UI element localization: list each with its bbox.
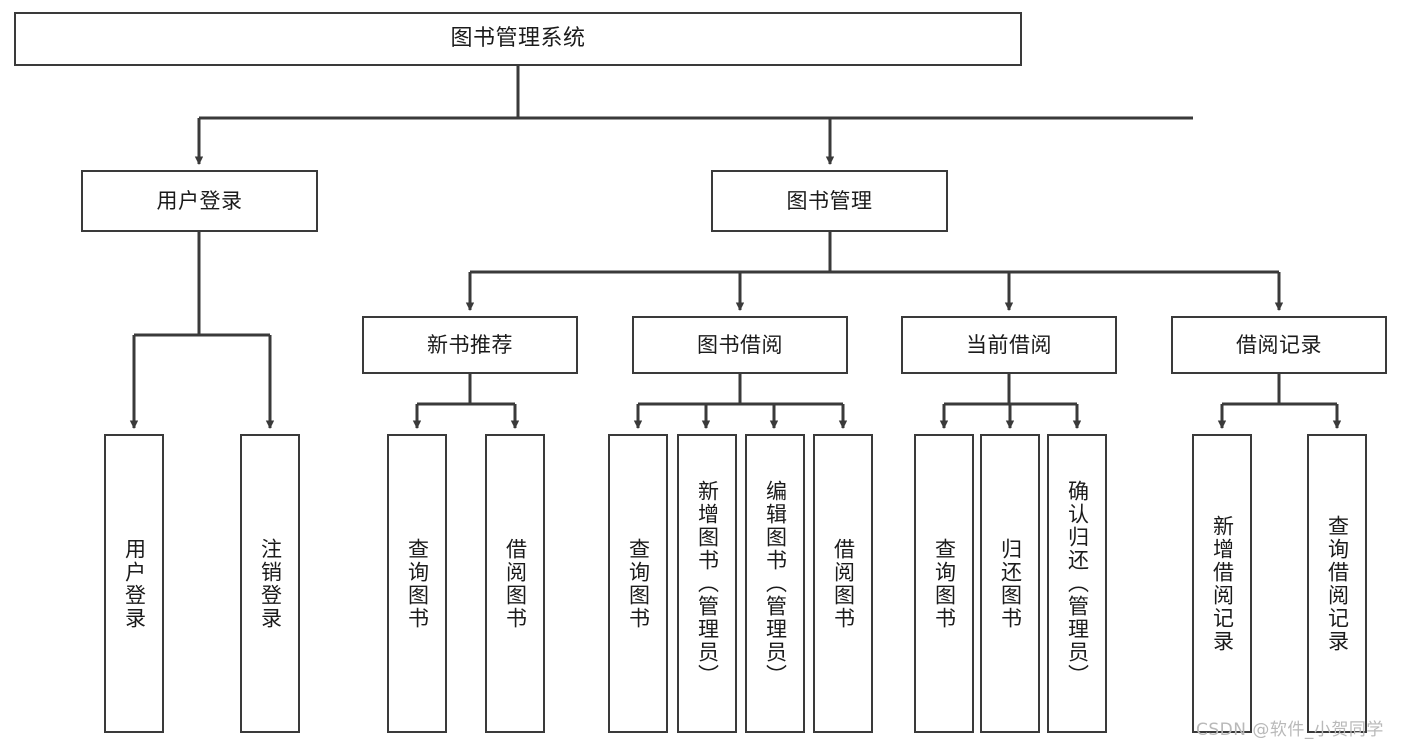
node-leaf-return-book[interactable]: 归还图书 bbox=[980, 434, 1040, 733]
node-leaf-add-book-label: 新增图书（管理员） bbox=[695, 480, 720, 687]
node-new-book-rec-label: 新书推荐 bbox=[427, 332, 513, 357]
node-leaf-borrow-book-1[interactable]: 借阅图书 bbox=[485, 434, 545, 733]
node-user-login[interactable]: 用户登录 bbox=[81, 170, 318, 232]
node-current-borrow-label: 当前借阅 bbox=[966, 332, 1052, 357]
node-leaf-query-borrow-record-label: 查询借阅记录 bbox=[1325, 514, 1350, 653]
node-current-borrow[interactable]: 当前借阅 bbox=[901, 316, 1117, 374]
node-leaf-query-book-1[interactable]: 查询图书 bbox=[387, 434, 447, 733]
node-leaf-confirm-return[interactable]: 确认归还（管理员） bbox=[1047, 434, 1107, 733]
node-leaf-logout-label: 注销登录 bbox=[258, 537, 283, 630]
node-leaf-edit-book-label: 编辑图书（管理员） bbox=[763, 480, 788, 687]
node-leaf-borrow-book-2-label: 借阅图书 bbox=[831, 537, 856, 630]
node-leaf-add-borrow-record[interactable]: 新增借阅记录 bbox=[1192, 434, 1252, 733]
node-user-login-label: 用户登录 bbox=[156, 188, 243, 213]
node-leaf-edit-book[interactable]: 编辑图书（管理员） bbox=[745, 434, 805, 733]
node-leaf-add-book[interactable]: 新增图书（管理员） bbox=[677, 434, 737, 733]
node-leaf-query-book-2-label: 查询图书 bbox=[626, 537, 651, 630]
node-new-book-rec[interactable]: 新书推荐 bbox=[362, 316, 578, 374]
node-leaf-add-borrow-record-label: 新增借阅记录 bbox=[1210, 514, 1235, 653]
node-root[interactable]: 图书管理系统 bbox=[14, 12, 1022, 66]
node-root-label: 图书管理系统 bbox=[450, 26, 586, 52]
node-book-borrow-label: 图书借阅 bbox=[697, 332, 783, 357]
node-leaf-borrow-book-1-label: 借阅图书 bbox=[503, 537, 528, 630]
node-leaf-query-book-3[interactable]: 查询图书 bbox=[914, 434, 974, 733]
node-leaf-user-login[interactable]: 用户登录 bbox=[104, 434, 164, 733]
node-borrow-record[interactable]: 借阅记录 bbox=[1171, 316, 1387, 374]
node-leaf-logout[interactable]: 注销登录 bbox=[240, 434, 300, 733]
node-borrow-record-label: 借阅记录 bbox=[1236, 332, 1322, 357]
node-leaf-query-book-3-label: 查询图书 bbox=[932, 537, 957, 630]
node-leaf-return-book-label: 归还图书 bbox=[998, 537, 1023, 630]
node-leaf-query-book-1-label: 查询图书 bbox=[405, 537, 430, 630]
node-leaf-query-borrow-record[interactable]: 查询借阅记录 bbox=[1307, 434, 1367, 733]
node-book-borrow[interactable]: 图书借阅 bbox=[632, 316, 848, 374]
node-book-manage-label: 图书管理 bbox=[786, 188, 873, 213]
node-leaf-borrow-book-2[interactable]: 借阅图书 bbox=[813, 434, 873, 733]
node-leaf-query-book-2[interactable]: 查询图书 bbox=[608, 434, 668, 733]
node-leaf-user-login-label: 用户登录 bbox=[122, 537, 147, 630]
node-leaf-confirm-return-label: 确认归还（管理员） bbox=[1065, 480, 1090, 687]
node-book-manage[interactable]: 图书管理 bbox=[711, 170, 948, 232]
